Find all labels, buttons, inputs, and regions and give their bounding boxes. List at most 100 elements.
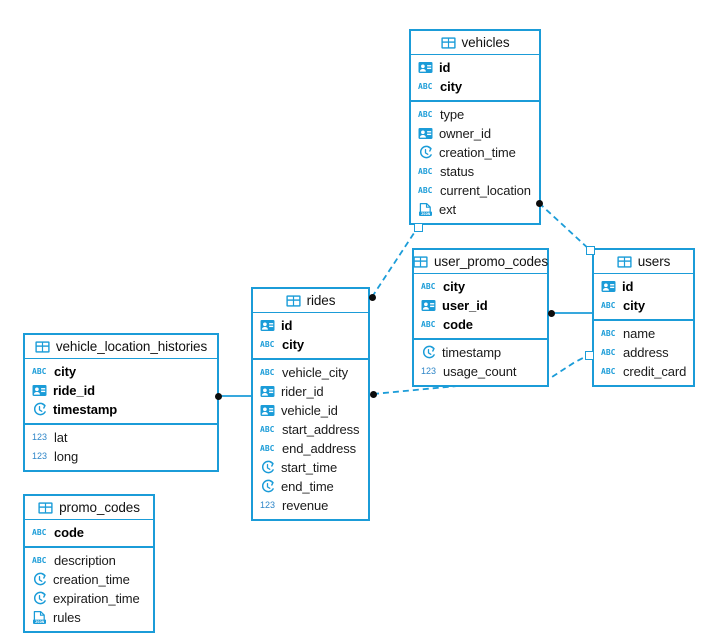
column-name: usage_count [443,364,517,379]
edge-vehicles-to-users [538,202,591,251]
clock-icon [32,572,47,587]
column-row[interactable]: ABC city [414,277,547,296]
column-row[interactable]: start_time [253,458,368,477]
column-name: id [622,279,634,294]
table-header-user_promo_codes[interactable]: user_promo_codes [413,250,548,274]
clock-icon [260,460,275,475]
column-row[interactable]: ABC city [253,335,368,354]
column-row[interactable]: ABC city [594,296,693,315]
column-row[interactable]: creation_time [411,143,539,162]
column-row[interactable]: creation_time [25,570,153,589]
column-name: vehicle_id [281,403,338,418]
column-row[interactable]: ABC current_location [411,181,539,200]
table-header-rides[interactable]: rides [253,289,368,313]
abc-string-icon: ABC [260,340,275,349]
column-row[interactable]: id [411,58,539,77]
column-name: creation_time [439,145,516,160]
table-header-vehicles[interactable]: vehicles [411,31,539,55]
abc-string-icon: ABC [418,186,433,195]
edge-endpoint-dot [369,390,377,398]
table-name: vehicles [461,35,510,50]
table-grid-icon [413,255,428,268]
clock-icon [32,402,47,417]
column-name: ride_id [53,383,95,398]
abc-string-icon: ABC [32,367,47,376]
id-card-icon [418,126,433,141]
123-number-icon: 123 [421,366,437,376]
column-row[interactable]: timestamp [25,400,217,419]
column-name: expiration_time [53,591,140,606]
abc-string-icon: ABC [601,301,616,310]
column-name: city [54,364,77,379]
column-row[interactable]: end_time [253,477,368,496]
abc-string-icon: ABC [421,282,436,291]
column-row[interactable]: ride_id [25,381,217,400]
column-name: credit_card [623,364,687,379]
column-name: type [440,107,465,122]
table-header-vehicle_location_histories[interactable]: vehicle_location_histories [25,335,217,359]
123-number-icon: 123 [260,500,276,510]
id-card-icon [601,279,616,294]
column-name: id [439,60,451,75]
column-row[interactable]: JSON ext [411,200,539,219]
column-row[interactable]: 123 revenue [253,496,368,515]
column-row[interactable]: user_id [414,296,547,315]
column-name: city [282,337,305,352]
column-name: city [623,298,646,313]
column-row[interactable]: id [253,316,368,335]
clock-icon [421,345,436,360]
column-row[interactable]: 123 usage_count [414,362,547,381]
column-name: current_location [440,183,531,198]
json-document-icon: JSON [418,202,433,217]
column-row[interactable]: timestamp [414,343,547,362]
table-header-users[interactable]: users [594,250,693,274]
column-row[interactable]: expiration_time [25,589,153,608]
column-name: status [440,164,475,179]
table-name: promo_codes [59,500,140,515]
abc-string-icon: ABC [418,82,433,91]
column-name: address [623,345,669,360]
edge-endpoint-dot [368,293,376,301]
column-row[interactable]: owner_id [411,124,539,143]
column-name: end_address [282,441,357,456]
column-name: user_id [442,298,488,313]
table-header-promo_codes[interactable]: promo_codes [25,496,153,520]
column-row[interactable]: ABC city [25,362,217,381]
column-row[interactable]: rider_id [253,382,368,401]
column-row[interactable]: vehicle_id [253,401,368,420]
column-name: city [443,279,466,294]
column-name: description [54,553,116,568]
edge-endpoint-square [584,350,594,360]
column-name: revenue [282,498,329,513]
edge-endpoint-dot [214,392,222,400]
column-name: ext [439,202,457,217]
column-row[interactable]: id [594,277,693,296]
columns-section: timestamp 123 usage_count [414,340,547,385]
column-name: lat [54,430,68,445]
